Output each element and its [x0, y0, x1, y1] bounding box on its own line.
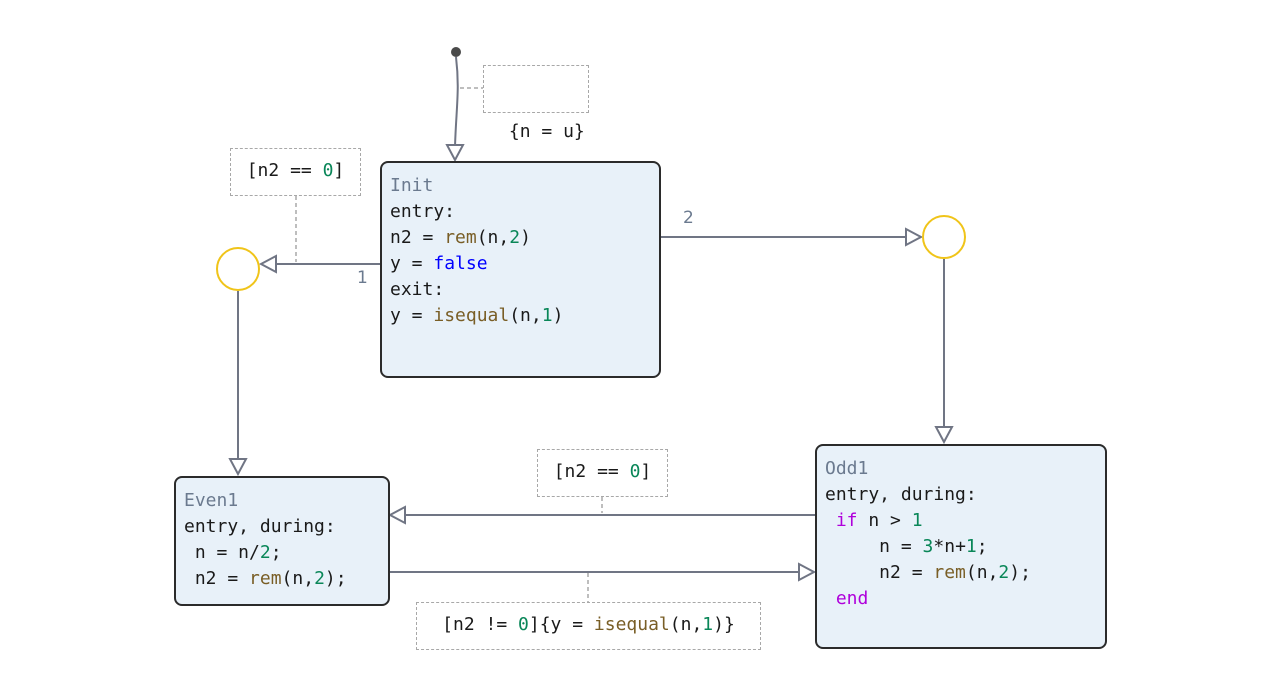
entry-label: entry: [390, 201, 456, 222]
left-junction[interactable] [216, 247, 260, 291]
even-to-odd-condition-label[interactable]: [n2 != 0]{y = isequal(n,1)} [416, 602, 761, 650]
arrow-head [258, 254, 277, 274]
action-line: y = isequal(n,1) [390, 303, 651, 329]
code-text: n = [825, 536, 923, 557]
arrow-head [445, 144, 465, 163]
condition-number: 1 [702, 614, 714, 635]
condition-text: ] [333, 160, 345, 181]
exit-label: exit: [390, 279, 445, 300]
code-text: n > [857, 510, 912, 531]
state-name: Init [390, 175, 434, 196]
state-even1[interactable]: Even1 entry, during: n = n/2; n2 = rem(n… [174, 476, 390, 606]
code-number: 3 [922, 536, 934, 557]
right-junction[interactable] [922, 215, 966, 259]
code-text: *n+ [933, 536, 966, 557]
odd-to-even-condition-label[interactable]: [n2 == 0] [537, 449, 668, 497]
code-text: ; [976, 536, 988, 557]
code-keyword: if [825, 510, 858, 531]
arrow-head [934, 426, 954, 445]
action-line: n2 = rem(n,2); [825, 560, 1097, 586]
code-text: ) [552, 305, 564, 326]
code-number: 2 [314, 568, 325, 589]
arrow-head [798, 562, 817, 582]
condition-text: )} [713, 614, 735, 635]
action-line: end [825, 586, 1097, 612]
code-text: n2 = [390, 227, 445, 248]
code-text: n = n/ [184, 542, 260, 563]
code-number: 1 [965, 536, 977, 557]
code-text: y = [390, 253, 434, 274]
code-keyword: false [433, 253, 488, 274]
default-transition-label-text: {n = u} [508, 121, 585, 142]
state-odd1[interactable]: Odd1 entry, during: if n > 1 n = 3*n+1; … [815, 444, 1107, 649]
code-text: n2 = [825, 562, 934, 583]
code-text: (n, [965, 562, 999, 583]
action-line: n2 = rem(n,2) [390, 225, 651, 251]
function-name: isequal [433, 305, 510, 326]
code-number: 2 [509, 227, 521, 248]
condition-number: 0 [322, 160, 334, 181]
transition-order-1: 1 [357, 268, 368, 288]
function-name: isequal [593, 614, 670, 635]
state-name: Odd1 [825, 458, 869, 479]
transition-order-2: 2 [683, 208, 694, 228]
arrow-head [387, 505, 406, 525]
condition-text: [n2 == [553, 461, 630, 482]
code-number: 2 [259, 542, 271, 563]
action-line: y = false [390, 251, 651, 277]
transition-1-condition-label[interactable]: [n2 == 0] [230, 148, 361, 196]
condition-text: ]{y = [528, 614, 594, 635]
condition-text: [n2 == [246, 160, 323, 181]
function-name: rem [249, 568, 282, 589]
code-number: 1 [911, 510, 923, 531]
default-transition[interactable] [454, 56, 459, 148]
condition-text: [n2 != [442, 614, 519, 635]
state-init[interactable]: Init entry: n2 = rem(n,2) y = false exit… [380, 161, 661, 378]
code-text: ; [270, 542, 282, 563]
function-name: rem [933, 562, 966, 583]
action-line: if n > 1 [825, 508, 1097, 534]
default-transition-dot [451, 47, 461, 57]
entry-label: entry, during: [184, 516, 336, 537]
state-name: Even1 [184, 490, 239, 511]
default-transition-label[interactable]: {n = u} [483, 65, 589, 142]
code-text: ); [1009, 562, 1031, 583]
action-line: n = 3*n+1; [825, 534, 1097, 560]
entry-label: entry, during: [825, 484, 977, 505]
code-text: ) [520, 227, 531, 248]
condition-text: ] [640, 461, 652, 482]
code-text: n2 = [184, 568, 250, 589]
action-line: n2 = rem(n,2); [184, 566, 380, 592]
code-number: 1 [541, 305, 553, 326]
condition-number: 0 [629, 461, 641, 482]
code-number: 2 [998, 562, 1010, 583]
code-text: (n, [476, 227, 510, 248]
arrow-head [228, 458, 248, 477]
code-text: y = [390, 305, 434, 326]
arrow-head [905, 227, 924, 247]
condition-text: (n, [669, 614, 703, 635]
code-text: (n, [509, 305, 542, 326]
code-text: ); [324, 568, 347, 589]
function-name: rem [444, 227, 477, 248]
action-line: n = n/2; [184, 540, 380, 566]
condition-number: 0 [518, 614, 529, 635]
code-keyword: end [825, 588, 869, 609]
code-text: (n, [281, 568, 315, 589]
